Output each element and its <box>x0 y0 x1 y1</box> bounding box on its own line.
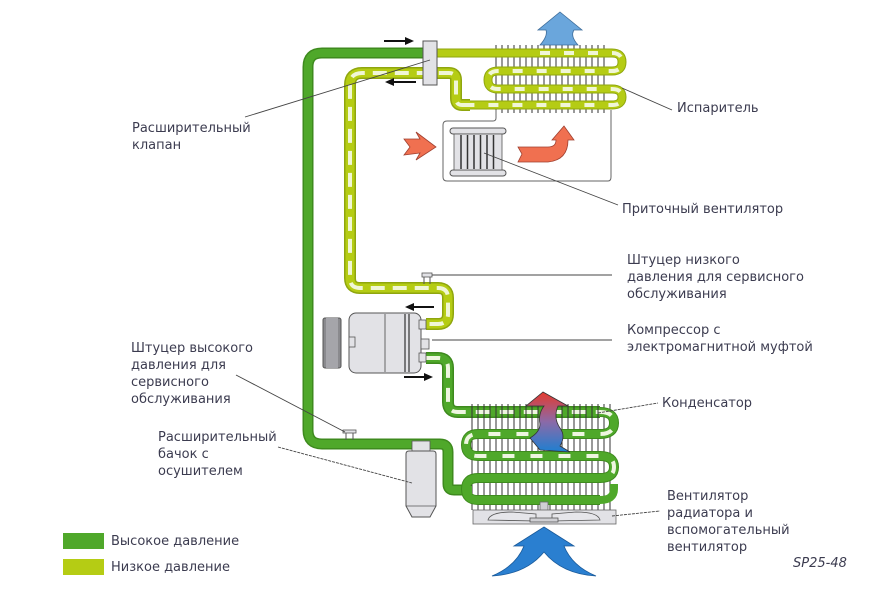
expansion-valve <box>384 37 438 86</box>
suction-flow-arrow-icon <box>405 303 434 311</box>
intake-air-arrow <box>403 131 437 161</box>
evaporator <box>470 45 627 113</box>
high-pressure-service-port <box>342 429 357 440</box>
discharge-flow-arrow-icon <box>404 373 433 381</box>
evaporator-cool-air-arrow <box>536 11 584 46</box>
high-pressure-gas-line <box>426 352 600 418</box>
leader-expansion-valve <box>244 59 431 118</box>
compressor <box>322 303 434 381</box>
label-condenser: Конденсатор <box>662 396 753 411</box>
flow-arrow-out-icon <box>385 78 416 86</box>
label-expansion-valve: Расширительный клапан <box>132 121 251 153</box>
leader-lines <box>235 59 673 517</box>
legend-label-low-pressure: Низкое давление <box>111 559 230 575</box>
label-receiver-drier: Расширительный бачок с осушителем <box>158 430 277 479</box>
low-pressure-suction-line <box>344 67 470 330</box>
label-radiator-fan: Вентилятор радиатора и вспомогательный в… <box>667 489 790 555</box>
label-compressor: Компрессор с электромагнитной муфтой <box>627 323 813 355</box>
receiver-drier <box>405 440 437 518</box>
blower-assembly <box>403 110 612 182</box>
leader-condenser <box>597 402 659 414</box>
evaporator-coil <box>470 48 627 110</box>
leader-receiver-drier <box>277 446 413 484</box>
condenser <box>461 404 619 510</box>
label-high-service-port: Штуцер высокого давления для сервисного … <box>131 341 254 407</box>
leader-radiator-fan <box>611 510 661 517</box>
blower-fan <box>449 127 507 177</box>
leader-blower <box>483 152 619 206</box>
high-pressure-liquid-line <box>302 47 472 496</box>
legend-swatch-high-pressure <box>63 533 104 549</box>
label-evaporator: Испаритель <box>677 101 759 116</box>
condenser-heat-arrow <box>524 391 571 453</box>
low-pressure-service-port <box>421 272 433 284</box>
leader-evaporator <box>621 87 673 111</box>
label-low-service-port: Штуцер низкого давления для сервисного о… <box>627 253 804 302</box>
label-blower: Приточный вентилятор <box>622 202 784 217</box>
legend-item-high-pressure: Высокое давление <box>63 533 239 549</box>
leader-high-service-port <box>235 374 346 433</box>
supply-air-arrow <box>517 125 575 163</box>
legend-label-high-pressure: Высокое давление <box>111 533 240 549</box>
figure-id: SP25-48 <box>793 556 847 571</box>
legend-item-low-pressure: Низкое давление <box>63 559 230 575</box>
radiator-intake-air-arrow <box>491 526 597 577</box>
legend-swatch-low-pressure <box>63 559 104 575</box>
radiator-fan <box>472 501 617 525</box>
flow-arrow-in-icon <box>384 37 414 45</box>
